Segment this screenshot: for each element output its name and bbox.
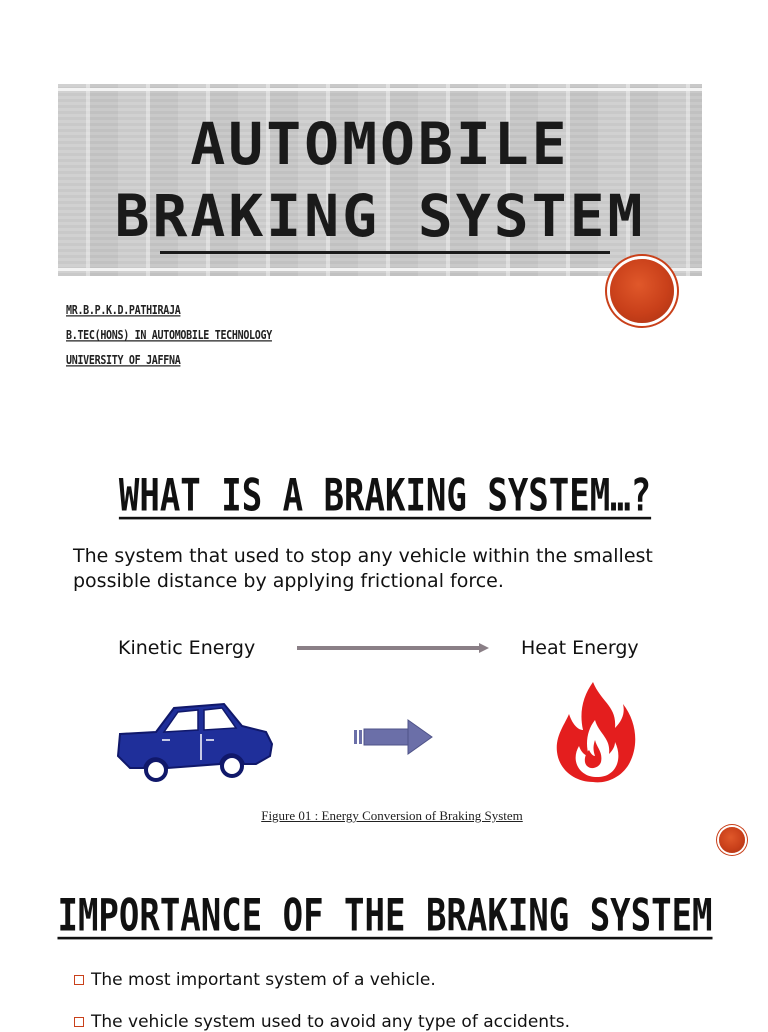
list-item: The vehicle system used to avoid any typ… xyxy=(74,1012,570,1032)
right-arrow-icon xyxy=(354,719,433,755)
heat-energy-label: Heat Energy xyxy=(521,637,639,659)
square-bullet-icon xyxy=(74,975,84,985)
bullet-text: The most important system of a vehicle. xyxy=(91,970,436,990)
banner-top-line xyxy=(58,88,702,91)
decorative-orb-icon xyxy=(610,259,674,323)
definition-text: The system that used to stop any vehicle… xyxy=(73,545,653,592)
list-item: The most important system of a vehicle. xyxy=(74,970,436,990)
fire-icon xyxy=(556,682,636,783)
author-degree: B.Tec(Hons) in Automobile Technology xyxy=(66,329,272,343)
slide-heading-importance: Importance of the Braking System xyxy=(57,890,713,942)
slide-heading-what-is: What is a Braking System…? xyxy=(118,470,652,522)
decorative-orb-small-icon xyxy=(719,827,745,853)
energy-conversion-arrow-icon xyxy=(297,643,489,653)
kinetic-energy-label: Kinetic Energy xyxy=(118,637,256,659)
title-line-1: Automobile xyxy=(190,110,570,178)
banner-bottom-line xyxy=(58,268,702,271)
title-banner xyxy=(58,84,702,276)
figure-caption: Figure 01 : Energy Conversion of Braking… xyxy=(261,808,523,823)
title-underline xyxy=(160,251,610,254)
title-line-2: Braking System xyxy=(114,182,646,250)
author-name: Mr.B.P.K.D.Pathiraja xyxy=(66,304,181,318)
bullet-text: The vehicle system used to avoid any typ… xyxy=(91,1012,570,1032)
author-university: University of Jaffna xyxy=(66,354,181,368)
car-icon xyxy=(116,702,274,782)
square-bullet-icon xyxy=(74,1017,84,1027)
